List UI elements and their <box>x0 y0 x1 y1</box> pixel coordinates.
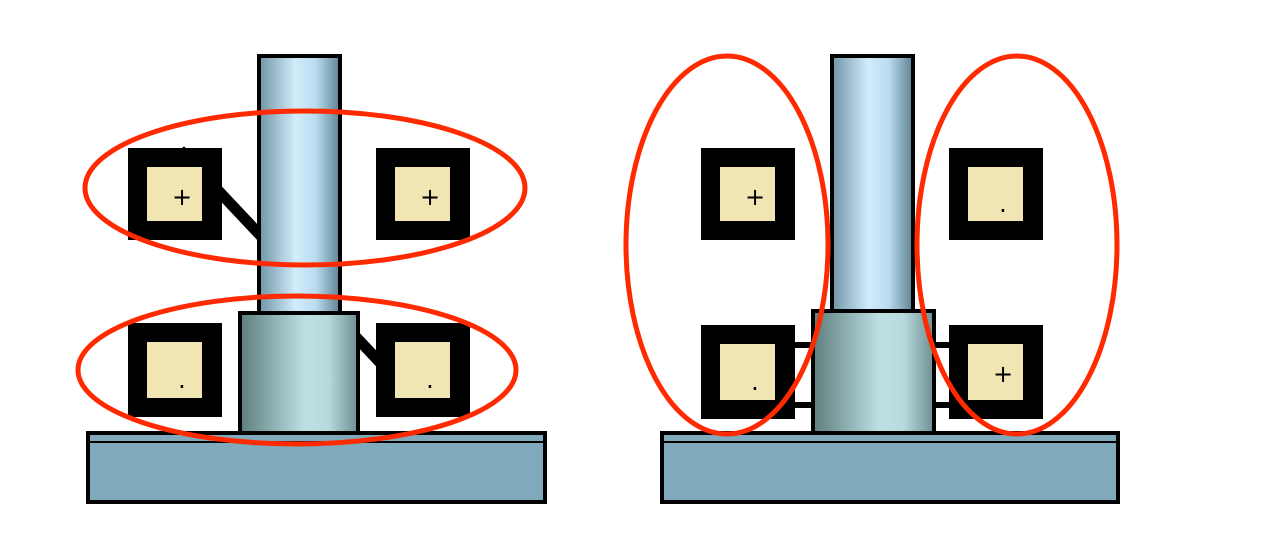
right-pad-top-right: . <box>949 148 1043 240</box>
right-pad-bottom-right-label: + <box>993 360 1013 388</box>
right-pad-top-right-label: . <box>999 190 1007 218</box>
right-column-foot <box>811 309 936 435</box>
right-pad-bottom-left-label: . <box>751 368 759 396</box>
right-base-plate <box>660 431 1120 504</box>
left-pad-top-right: + <box>376 148 470 240</box>
left-top-row-highlight <box>82 108 528 268</box>
left-pad-top-left: + <box>128 148 222 240</box>
right-assembly: + . . + <box>623 53 1120 504</box>
left-bottom-row-highlight <box>75 293 519 447</box>
left-pad-top-right-label: + <box>420 183 440 211</box>
right-right-column-highlight <box>914 53 1120 437</box>
right-pad-top-left-label: + <box>745 183 765 211</box>
left-pad-bottom-right: . <box>376 323 470 417</box>
right-left-column-highlight <box>623 53 831 437</box>
left-assembly: + + . . <box>75 54 547 504</box>
right-column <box>830 54 915 318</box>
right-pad-top-left: + <box>701 148 795 240</box>
left-pad-bottom-right-label: . <box>426 366 434 394</box>
left-pad-bottom-left: . <box>128 323 222 417</box>
left-pad-top-left-label: + <box>172 183 192 211</box>
left-column <box>257 54 342 318</box>
left-pad-bottom-left-label: . <box>178 366 186 394</box>
left-column-foot <box>238 311 360 435</box>
